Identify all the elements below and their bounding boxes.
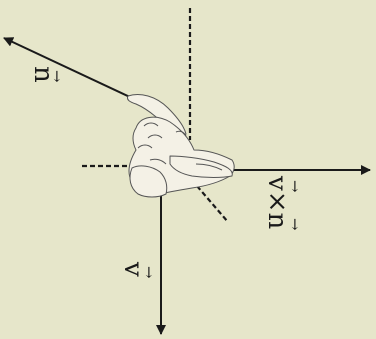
label-v-vector-arrow: →	[141, 266, 156, 279]
hand-illustration	[127, 95, 234, 198]
dashed-line-diagonal	[197, 186, 228, 222]
vector-n-arrow	[4, 38, 132, 98]
label-cross-arrow-v: →	[287, 180, 302, 193]
label-n-vector-arrow: →	[49, 70, 64, 83]
label-cross-arrow-n: →	[287, 218, 302, 231]
